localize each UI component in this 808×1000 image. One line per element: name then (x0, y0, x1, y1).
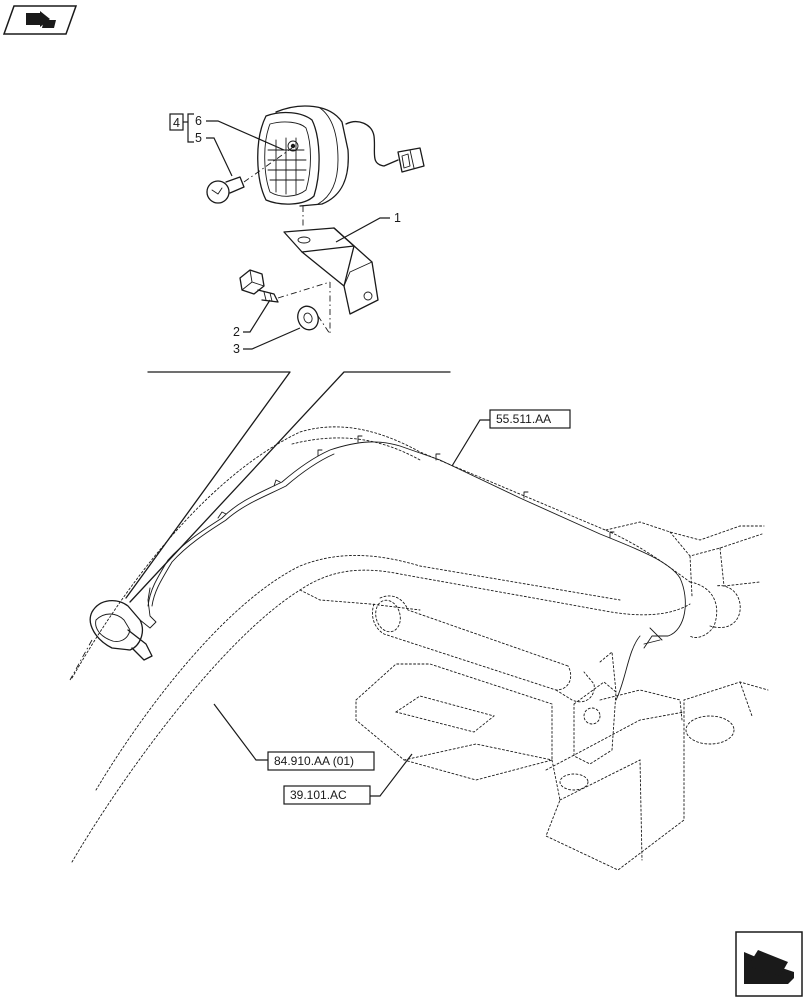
mounting-bracket (283, 227, 379, 315)
svg-text:3: 3 (233, 342, 240, 356)
bolt (239, 269, 331, 303)
loader-machine-outline (71, 426, 769, 871)
svg-text:39.101.AC: 39.101.AC (290, 788, 347, 802)
callout-3: 3 (233, 327, 301, 356)
svg-text:2: 2 (233, 325, 240, 339)
detail-zoom-lines (125, 371, 451, 603)
lamp-lens-pattern (267, 137, 307, 195)
svg-text:55.511.AA: 55.511.AA (496, 412, 551, 426)
svg-text:4: 4 (173, 116, 180, 130)
callout-6: 6 (195, 114, 285, 151)
reference-84-910-AA-01[interactable]: 84.910.AA (01) (213, 703, 375, 771)
svg-text:6: 6 (195, 114, 202, 128)
svg-text:1: 1 (394, 211, 401, 225)
boom-wiring-harness (147, 435, 686, 701)
callout-1: 1 (335, 211, 401, 243)
svg-text:84.910.AA (01): 84.910.AA (01) (274, 754, 354, 768)
reference-39-101-AC[interactable]: 39.101.AC (283, 753, 413, 805)
work-lamp-assembly (257, 105, 425, 228)
kit-group-icon[interactable] (2, 5, 78, 35)
callout-5: 5 (195, 131, 233, 177)
reference-55-511-AA[interactable]: 55.511.AA (451, 409, 571, 467)
callout-4-kit: 4 (169, 113, 194, 143)
bulb (206, 147, 293, 204)
installed-work-lamp (69, 587, 157, 681)
washer (297, 282, 331, 336)
callout-2: 2 (233, 299, 271, 339)
next-page-arrow-icon[interactable] (735, 931, 803, 997)
svg-text:5: 5 (195, 131, 202, 145)
